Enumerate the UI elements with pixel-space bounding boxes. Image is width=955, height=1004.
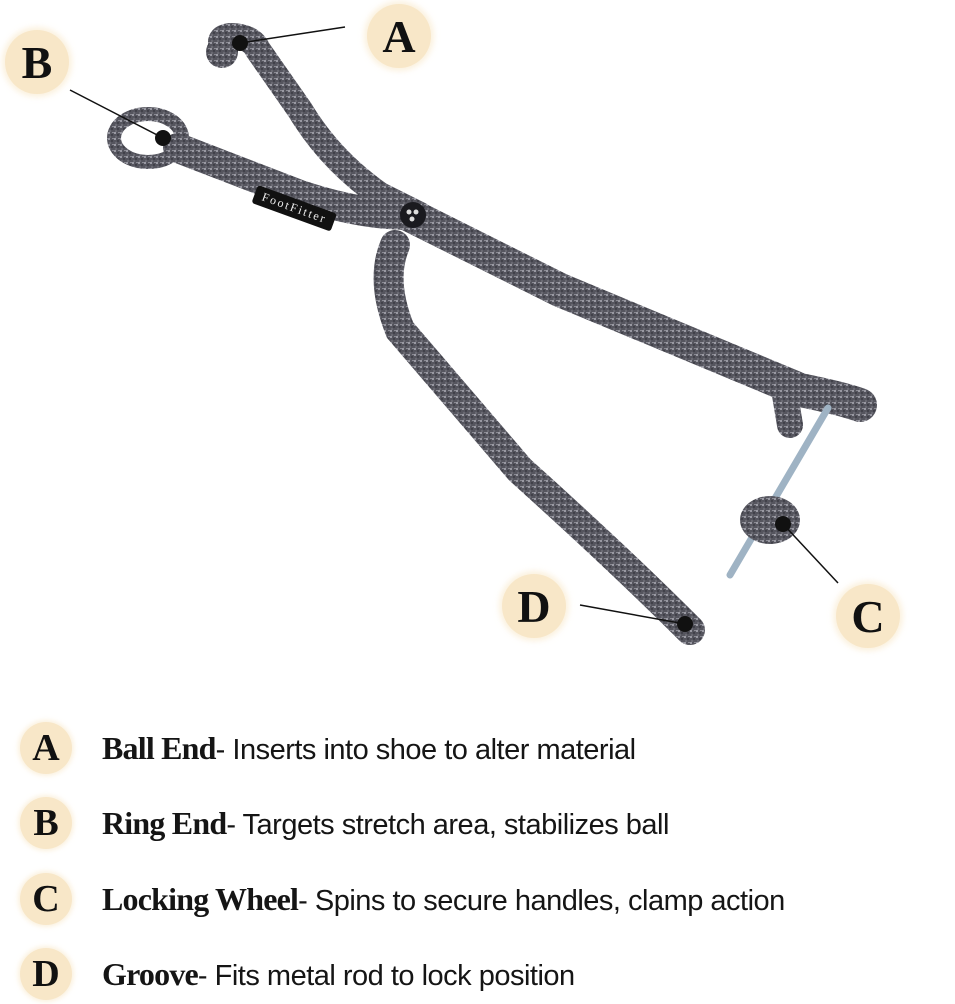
legend-text-a: Ball End- Inserts into shoe to alter mat… [102, 730, 636, 767]
legend-item-c: C Locking Wheel- Spins to secure handles… [0, 869, 955, 929]
legend-title: Ball End [102, 729, 216, 766]
legend-text-c: Locking Wheel- Spins to secure handles, … [102, 881, 785, 918]
callout-badge-a: A [367, 4, 431, 68]
legend-letter-a: A [20, 722, 72, 774]
callout-badge-d: D [502, 574, 566, 638]
legend-text-b: Ring End- Targets stretch area, stabiliz… [102, 805, 669, 842]
legend-item-d: D Groove- Fits metal rod to lock positio… [0, 944, 955, 1004]
legend-letter-c: C [20, 873, 72, 925]
legend-title: Groove [102, 955, 199, 992]
legend-desc: - Fits metal rod to lock position [197, 959, 575, 992]
legend-letter-d: D [20, 948, 72, 1000]
legend-letter-b: B [20, 797, 72, 849]
shoe-stretcher-illustration [69, 22, 877, 645]
legend-title: Ring End [102, 804, 227, 841]
legend-text-d: Groove- Fits metal rod to lock position [102, 956, 575, 993]
legend-item-a: A Ball End- Inserts into shoe to alter m… [0, 718, 955, 778]
legend-desc: - Targets stretch area, stabilizes ball [226, 808, 669, 841]
product-diagram: FootFitter A B C D [5, 4, 900, 648]
callout-badge-b: B [5, 30, 69, 94]
legend-item-b: B Ring End- Targets stretch area, stabil… [0, 793, 955, 853]
legend-desc: - Inserts into shoe to alter material [215, 733, 636, 766]
callout-badge-c: C [836, 584, 900, 648]
legend-title: Locking Wheel [102, 880, 299, 917]
legend-desc: - Spins to secure handles, clamp action [298, 884, 785, 917]
